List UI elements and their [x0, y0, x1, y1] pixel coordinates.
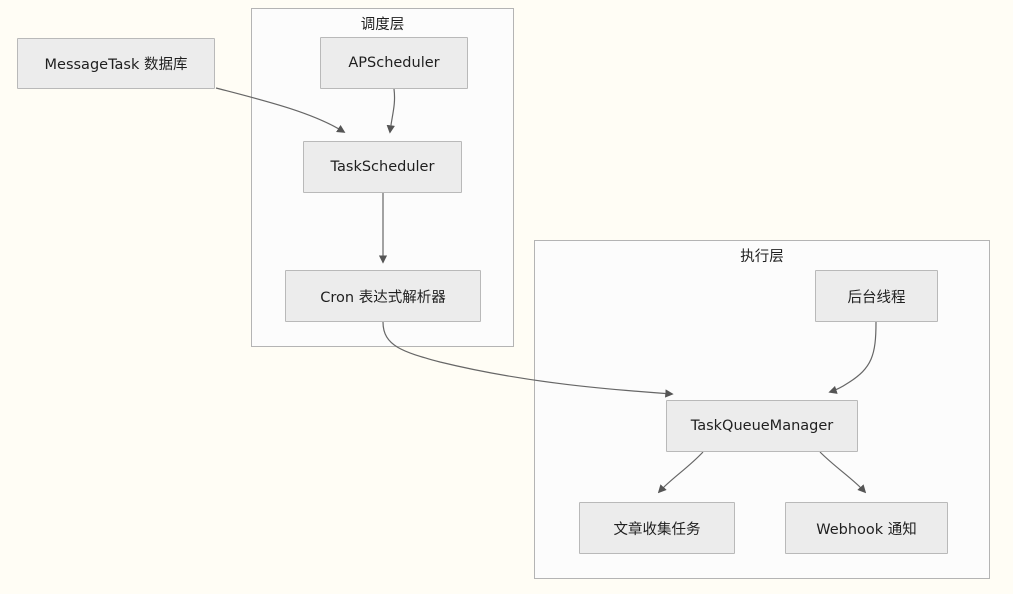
cluster-title-scheduling-layer: 调度层	[360, 17, 405, 33]
node-label: Cron 表达式解析器	[320, 289, 446, 306]
node-label: Webhook 通知	[816, 521, 917, 538]
node-label: APScheduler	[348, 55, 440, 71]
node-label: 文章收集任务	[613, 521, 701, 538]
node-task-queue-manager[interactable]: TaskQueueManager	[666, 400, 858, 452]
node-task-scheduler[interactable]: TaskScheduler	[303, 141, 462, 193]
node-label: MessageTask 数据库	[44, 57, 188, 73]
node-cron-parser[interactable]: Cron 表达式解析器	[285, 270, 481, 322]
node-background-thread[interactable]: 后台线程	[815, 270, 938, 322]
node-label: TaskQueueManager	[690, 418, 834, 434]
node-label: TaskScheduler	[330, 159, 435, 175]
node-webhook-notify[interactable]: Webhook 通知	[785, 502, 948, 554]
node-article-collect-task[interactable]: 文章收集任务	[579, 502, 735, 554]
node-apscheduler[interactable]: APScheduler	[320, 37, 468, 89]
node-label: 后台线程	[847, 289, 906, 306]
cluster-title-execution-layer: 执行层	[740, 249, 784, 265]
node-message-task-db[interactable]: MessageTask 数据库	[17, 38, 215, 89]
